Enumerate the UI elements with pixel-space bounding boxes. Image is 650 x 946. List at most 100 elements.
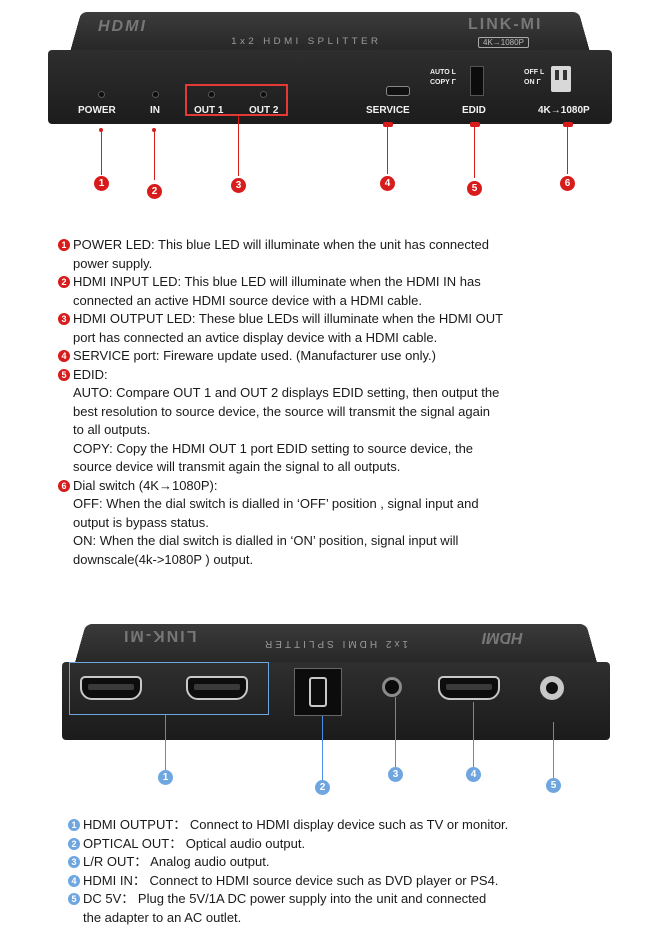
legend-line: HDMI OUTPUT： Connect to HDMI display dev…	[83, 817, 509, 832]
callout-number-4: 4	[466, 767, 481, 782]
hdmi-output-highlight	[69, 662, 269, 715]
power-label: POWER	[78, 105, 116, 116]
desc-item-edid: 5 EDID: AUTO: Compare OUT 1 and OUT 2 di…	[58, 366, 618, 477]
bullet-number: 4	[68, 874, 80, 887]
callout-line	[322, 716, 323, 780]
callout-number-3: 3	[388, 767, 403, 782]
legend-item-dc-5v: 5 DC 5V： Plug the 5V/1A DC power supply …	[68, 890, 628, 927]
bullet-number: 6	[58, 479, 70, 492]
desc-item-power: 1 POWER LED: This blue LED will illumina…	[58, 236, 618, 273]
hdmi-logo: HDMI	[98, 18, 147, 35]
bullet-number: 3	[58, 313, 70, 325]
desc-line: OFF: When the dial switch is dialled in …	[73, 496, 479, 511]
front-panel-photo: HDMI LINK-MI 1x2 HDMI SPLITTER 4K→1080P …	[48, 8, 612, 126]
out1-label: OUT 1	[194, 105, 224, 116]
legend-item-optical-out: 2 OPTICAL OUT： Optical audio output.	[68, 835, 628, 854]
downscale-label: 4K→1080P	[538, 105, 590, 116]
output-led-highlight	[185, 84, 288, 116]
legend-line: HDMI IN： Connect to HDMI source device s…	[83, 872, 499, 888]
desc-line: port has connected an avtice display dev…	[73, 329, 438, 345]
edid-switch-text: AUTO L COPY Γ	[430, 69, 456, 86]
out2-led	[260, 91, 267, 98]
callout-bar	[563, 122, 573, 127]
brand-logo: LINK-MI	[122, 627, 197, 644]
callout-line	[101, 130, 102, 175]
desc-item-dial-switch: 6 Dial switch (4K→1080P): OFF: When the …	[58, 477, 618, 570]
callout-line	[154, 130, 155, 180]
rear-panel-photo: LINK-MI 1x2 HDMI SPLITTER HDMI	[62, 620, 610, 742]
bullet-number: 1	[68, 819, 80, 831]
desc-line: power supply.	[73, 255, 153, 271]
out1-led	[208, 91, 215, 98]
callout-line	[473, 702, 474, 767]
desc-line: POWER LED: This blue LED will illuminate…	[73, 237, 489, 252]
desc-line: HDMI OUTPUT LED: These blue LEDs will il…	[73, 311, 504, 326]
bullet-number: 5	[58, 368, 70, 381]
power-led	[98, 91, 105, 98]
callout-line	[553, 722, 554, 778]
legend-item-hdmi-in: 4 HDMI IN： Connect to HDMI source device…	[68, 872, 628, 891]
callout-number-5: 5	[467, 181, 482, 196]
rear-descriptions: 1 HDMI OUTPUT： Connect to HDMI display d…	[68, 816, 628, 927]
in-label: IN	[150, 105, 160, 116]
desc-line: downscale(4k->1080P ) output.	[73, 551, 254, 567]
callout-number-3: 3	[231, 178, 246, 193]
callout-number-4: 4	[380, 176, 395, 191]
desc-item-hdmi-output: 3 HDMI OUTPUT LED: These blue LEDs will …	[58, 310, 618, 347]
edid-copy-label: COPY	[430, 79, 450, 86]
hdmi-logo: HDMI	[482, 629, 523, 646]
bullet-number: 2	[68, 837, 80, 850]
out2-label: OUT 2	[249, 105, 279, 116]
optical-out-port	[294, 668, 342, 716]
desc-line: EDID:	[73, 366, 108, 382]
callout-number-6: 6	[560, 176, 575, 191]
legend-line: L/R OUT： Analog audio output.	[83, 854, 270, 869]
callout-line	[395, 697, 396, 767]
desc-line: HDMI INPUT LED: This blue LED will illum…	[73, 274, 481, 289]
callout-line	[567, 126, 568, 174]
hdmi-out1-port	[80, 676, 142, 700]
desc-line: output is bypass status.	[73, 514, 209, 530]
bullet-number: 2	[58, 276, 70, 288]
desc-item-hdmi-input: 2 HDMI INPUT LED: This blue LED will ill…	[58, 273, 618, 310]
desc-line: source device will transmit again the si…	[73, 459, 401, 474]
edid-label: EDID	[462, 105, 486, 116]
callout-number-5: 5	[546, 778, 561, 793]
legend-item-hdmi-output: 1 HDMI OUTPUT： Connect to HDMI display d…	[68, 816, 628, 835]
callout-bar	[470, 122, 480, 127]
desc-line: connected an active HDMI source device w…	[73, 292, 422, 308]
bullet-number: 5	[68, 893, 80, 905]
dc-power-jack	[540, 676, 564, 700]
callout-number-2: 2	[147, 184, 162, 199]
lr-out-jack	[382, 677, 402, 697]
in-led	[152, 91, 159, 98]
callout-number-1: 1	[94, 176, 109, 191]
device-front-face	[48, 50, 612, 124]
model-name: 1x2 HDMI SPLITTER	[231, 36, 382, 46]
hdmi-in-port	[438, 676, 500, 700]
desc-line: COPY: Copy the HDMI OUT 1 port EDID sett…	[73, 440, 474, 456]
callout-line	[387, 126, 388, 174]
service-label: SERVICE	[366, 105, 410, 116]
dial-on-label: ON	[524, 79, 535, 86]
desc-line: SERVICE port: Fireware update used. (Man…	[73, 348, 436, 363]
desc-line: ON: When the dial switch is dialled in ‘…	[73, 533, 459, 548]
edid-auto-label: AUTO	[430, 69, 450, 76]
callout-number-2: 2	[315, 780, 330, 795]
brand-logo: LINK-MI	[468, 16, 543, 33]
hdmi-out2-port	[186, 676, 248, 700]
desc-line: Dial switch (4K→1080P):	[73, 477, 218, 493]
callout-line	[238, 116, 239, 176]
legend-line: the adapter to an AC outlet.	[83, 909, 242, 925]
bullet-number: 1	[58, 239, 70, 251]
legend-item-lr-out: 3 L/R OUT： Analog audio output.	[68, 853, 628, 872]
callout-bar	[383, 122, 393, 127]
bullet-number: 4	[58, 350, 70, 362]
model-name: 1x2 HDMI SPLITTER	[262, 638, 409, 649]
desc-line: best resolution to source device, the so…	[73, 403, 490, 419]
callout-line	[165, 715, 166, 770]
edid-switch	[470, 66, 484, 96]
dial-off-label: OFF	[524, 69, 538, 76]
dial-switch	[551, 66, 571, 92]
desc-line: to all outputs.	[73, 422, 151, 437]
